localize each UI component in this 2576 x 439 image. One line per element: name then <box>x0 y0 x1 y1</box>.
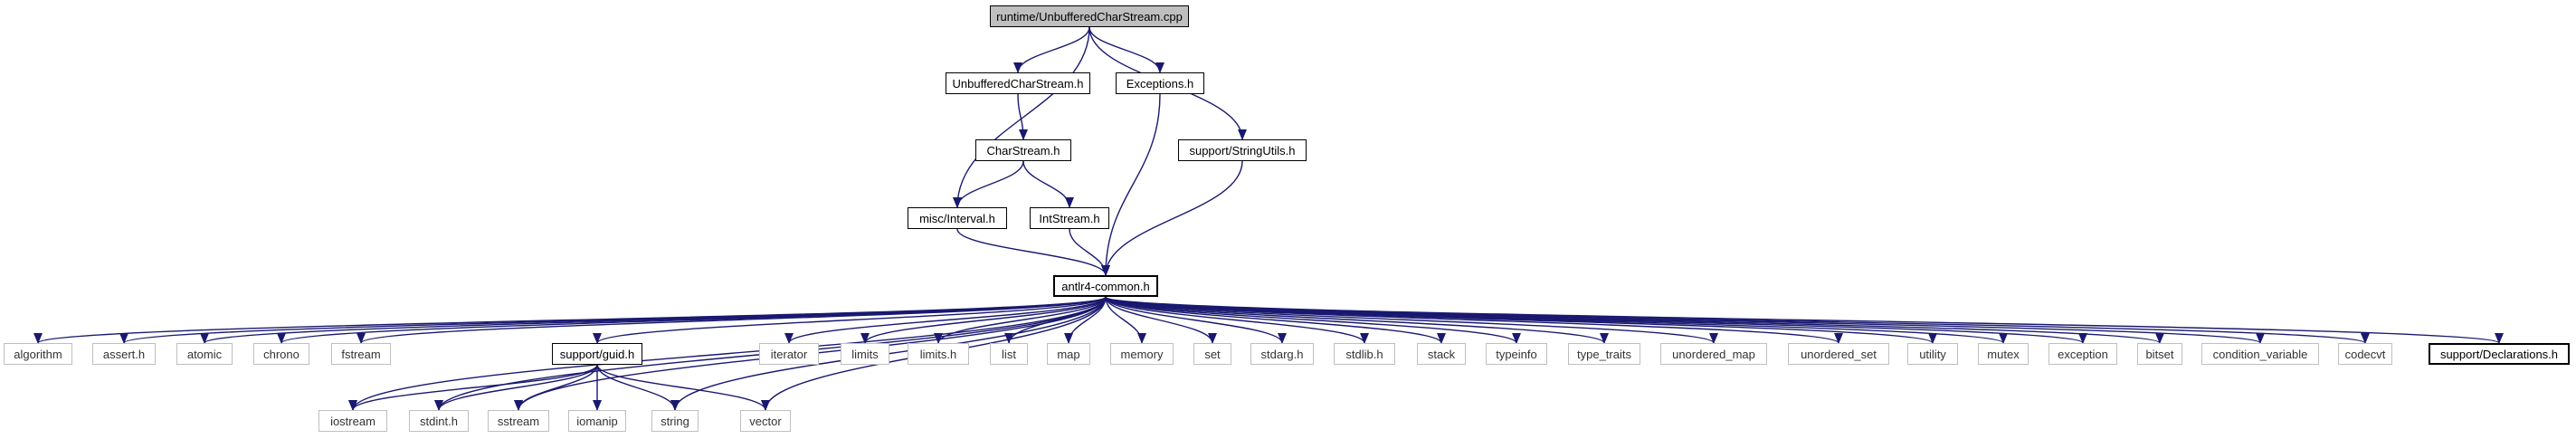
node-memory: memory <box>1110 343 1174 365</box>
node-limits: limits <box>841 343 889 365</box>
node-support-guid-h[interactable]: support/guid.h <box>552 343 642 365</box>
edge-a4c-to-decl <box>1105 296 2504 344</box>
edge-guid-to-iostream <box>348 364 598 411</box>
edge-a4c-to-typeinfo <box>1105 296 1521 344</box>
node-support-declarations-h[interactable]: support/Declarations.h <box>2429 343 2570 365</box>
node-runtime-unbufferedcharstream-cpp: runtime/UnbufferedCharStream.cpp <box>990 5 1189 27</box>
node-unbufferedcharstream-h[interactable]: UnbufferedCharStream.h <box>946 72 1090 94</box>
node-intstream-h[interactable]: IntStream.h <box>1030 207 1109 229</box>
edge-mih-to-a4c <box>956 228 1110 276</box>
edge-a4c-to-guid <box>593 296 1107 344</box>
edge-a4c-to-limitsh <box>934 296 1107 344</box>
edge-a4c-to-codecvt <box>1105 296 2370 344</box>
node-fstream: fstream <box>331 343 391 365</box>
edge-a4c-to-atomic <box>200 296 1107 344</box>
edge-a4c-to-exception <box>1105 296 2087 344</box>
edge-guid-to-sstream <box>514 364 598 411</box>
node-iterator: iterator <box>759 343 819 365</box>
node-stack: stack <box>1417 343 1466 365</box>
edge-root-to-exch <box>1088 26 1164 73</box>
edge-a4c-to-memory <box>1105 296 1146 344</box>
edge-a4c-to-unordered_map <box>1105 296 1718 344</box>
node-stdlib-h: stdlib.h <box>1334 343 1395 365</box>
node-mutex: mutex <box>1978 343 2029 365</box>
node-iostream: iostream <box>318 410 387 432</box>
edge-a4c-to-limits <box>860 296 1107 344</box>
node-misc-interval-h[interactable]: misc/Interval.h <box>908 207 1007 229</box>
edge-a4c-to-bitset <box>1105 296 2164 344</box>
node-algorithm: algorithm <box>4 343 72 365</box>
node-condition-variable: condition_variable <box>2201 343 2319 365</box>
edge-a4c-to-stack <box>1105 296 1446 344</box>
edge-a4c-to-string <box>670 296 1107 411</box>
edge-ish-to-a4c <box>1069 228 1110 276</box>
node-exceptions-h[interactable]: Exceptions.h <box>1116 72 1204 94</box>
edge-a4c-to-map <box>1064 296 1107 344</box>
node-type-traits: type_traits <box>1568 343 1640 365</box>
edge-csh-to-mih <box>953 160 1024 208</box>
node-charstream-h[interactable]: CharStream.h <box>975 139 1071 161</box>
edge-a4c-to-iostream <box>348 296 1107 411</box>
node-map: map <box>1047 343 1090 365</box>
edge-root-to-ucsh <box>1013 26 1090 73</box>
edge-a4c-to-fstream <box>356 296 1107 344</box>
edge-guid-to-string <box>596 364 680 411</box>
edge-a4c-to-type_traits <box>1105 296 1609 344</box>
node-iomanip: iomanip <box>568 410 626 432</box>
node-atomic: atomic <box>176 343 233 365</box>
edge-ucsh-to-csh <box>1017 93 1028 140</box>
node-exception: exception <box>2048 343 2117 365</box>
node-stdint-h: stdint.h <box>409 410 469 432</box>
node-stdarg-h: stdarg.h <box>1250 343 1314 365</box>
node-vector: vector <box>740 410 791 432</box>
edge-guid-to-vector <box>596 364 770 411</box>
node-unordered-set: unordered_set <box>1788 343 1889 365</box>
node-assert-h: assert.h <box>92 343 156 365</box>
node-sstream: sstream <box>488 410 549 432</box>
node-utility: utility <box>1907 343 1958 365</box>
node-bitset: bitset <box>2137 343 2182 365</box>
edge-a4c-to-list <box>1004 296 1107 344</box>
node-antlr4-common-h[interactable]: antlr4-common.h <box>1053 275 1158 297</box>
edge-root-to-mih <box>953 26 1090 208</box>
node-string: string <box>651 410 699 432</box>
node-support-stringutils-h[interactable]: support/StringUtils.h <box>1178 139 1307 161</box>
edge-exch-to-a4c <box>1101 93 1161 276</box>
edge-a4c-to-set <box>1105 296 1217 344</box>
node-chrono: chrono <box>253 343 309 365</box>
edge-a4c-to-iterator <box>784 296 1107 344</box>
node-codecvt: codecvt <box>2338 343 2392 365</box>
edge-guid-to-stdint <box>434 364 598 411</box>
node-list: list <box>990 343 1028 365</box>
edge-a4c-to-stdarg <box>1105 296 1287 344</box>
edge-sush-to-a4c <box>1101 160 1243 276</box>
edge-csh-to-ish <box>1022 160 1074 208</box>
node-unordered-map: unordered_map <box>1660 343 1767 365</box>
node-typeinfo: typeinfo <box>1486 343 1547 365</box>
edge-a4c-to-stdlib <box>1105 296 1369 344</box>
node-limits-h: limits.h <box>908 343 969 365</box>
node-set: set <box>1193 343 1231 365</box>
